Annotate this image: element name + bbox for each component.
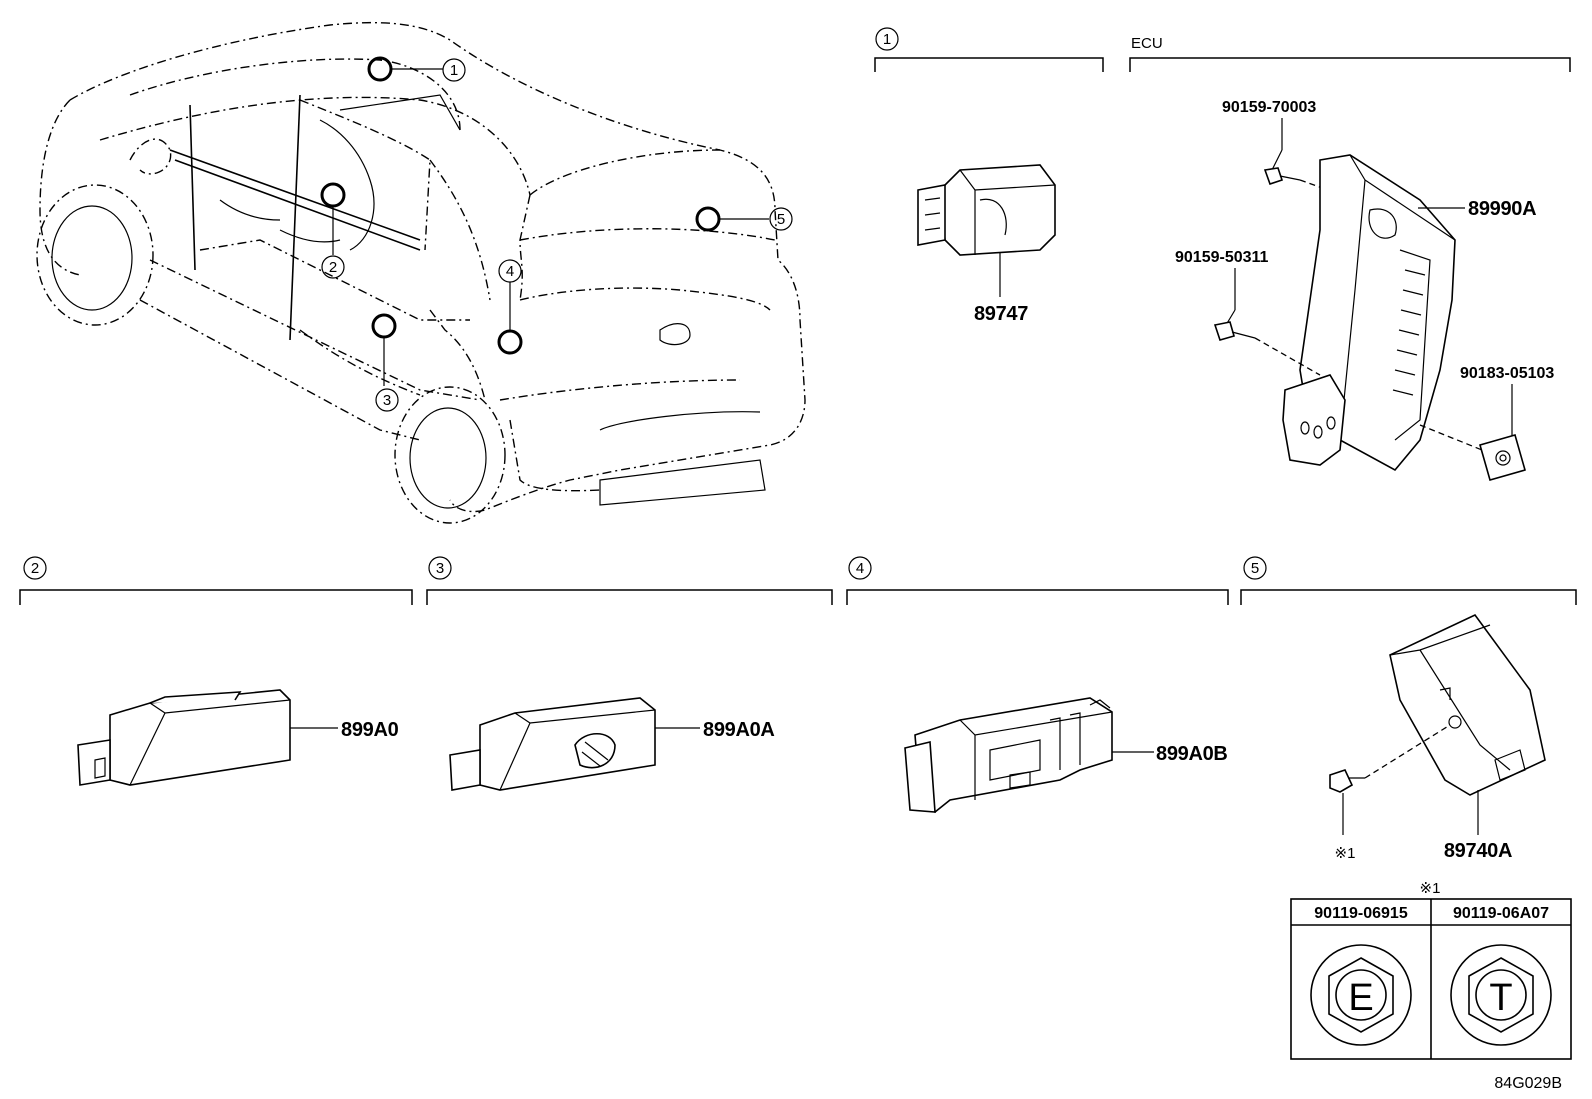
sensor-89747: 89747: [917, 164, 1056, 325]
bolt-head-e: E: [1310, 944, 1412, 1046]
svg-text:90159-70003: 90159-70003: [1222, 99, 1316, 116]
svg-text:E: E: [1348, 977, 1373, 1019]
svg-text:90183-05103: 90183-05103: [1460, 365, 1554, 382]
callout-4: 4: [498, 259, 522, 283]
svg-text:899A0: 899A0: [341, 719, 399, 741]
svg-text:※1: ※1: [1420, 880, 1441, 897]
svg-text:3: 3: [383, 392, 391, 409]
module-89740A: 89740A: [1364, 613, 1546, 862]
svg-text:3: 3: [436, 560, 444, 577]
svg-text:899A0B: 899A0B: [1156, 743, 1228, 765]
antenna-899A0A: 899A0A: [449, 697, 775, 791]
svg-text:90119-06A07: 90119-06A07: [1453, 905, 1549, 922]
svg-text:5: 5: [1251, 560, 1259, 577]
svg-text:89747: 89747: [974, 303, 1028, 325]
svg-text:4: 4: [856, 560, 864, 577]
svg-text:5: 5: [777, 211, 785, 228]
svg-text:89740A: 89740A: [1444, 840, 1512, 862]
callout-1: 1: [442, 58, 466, 82]
section-3: 3 899A0A: [426, 556, 833, 791]
svg-text:4: 4: [506, 263, 514, 280]
section-4: 4 899A0B: [846, 556, 1229, 814]
antenna-899A0B: 899A0B: [904, 697, 1228, 814]
section-1: 1 89747: [874, 27, 1104, 325]
svg-text:1: 1: [450, 62, 458, 79]
section-5: 5 89740A ※1: [1240, 556, 1577, 862]
svg-text:T: T: [1489, 977, 1512, 1019]
antenna-899A0: 899A0: [77, 689, 399, 786]
svg-text:90119-06915: 90119-06915: [1314, 905, 1408, 922]
svg-text:89990A: 89990A: [1468, 198, 1536, 220]
section-2: 2 899A0: [19, 556, 413, 786]
bolt-table: ※1 90119-06915 90119-06A07 E T: [1290, 880, 1572, 1060]
svg-text:899A0A: 899A0A: [703, 719, 775, 741]
bolt-note-1: ※1: [1329, 769, 1365, 862]
callout-5: 5: [769, 207, 793, 231]
svg-text:1: 1: [883, 31, 891, 48]
svg-text:2: 2: [31, 560, 39, 577]
nut-90183-05103: [1419, 424, 1526, 481]
svg-text:ECU: ECU: [1131, 35, 1163, 52]
section-ecu: ECU 90159-70003 89990A 90159-50311: [1129, 35, 1571, 481]
svg-text:2: 2: [329, 259, 337, 276]
svg-text:90159-50311: 90159-50311: [1175, 249, 1269, 266]
vehicle-overview: 1 2 3 4 5: [36, 21, 806, 524]
bolt-head-t: T: [1450, 944, 1552, 1046]
ecu-89990A: 89990A: [1282, 154, 1537, 472]
callout-3: 3: [375, 388, 399, 412]
callout-2: 2: [321, 255, 345, 279]
diagram-code: 84G029B: [1494, 1075, 1562, 1092]
screw-90159-50311: [1213, 321, 1321, 376]
svg-text:※1: ※1: [1335, 845, 1356, 862]
